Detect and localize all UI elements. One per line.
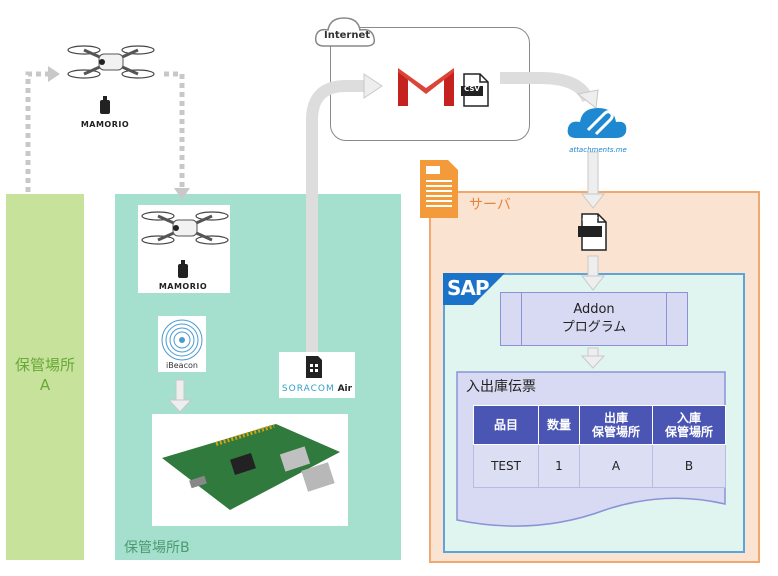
sim-card-icon	[306, 356, 322, 378]
ibeacon-icon	[161, 319, 203, 361]
soracom-to-gmail-arrow	[306, 80, 366, 352]
slip-table: 品目 数量 出庫 保管場所 入庫 保管場所 TEST 1 A B	[473, 405, 726, 488]
drone-icon-b	[141, 211, 229, 245]
soracom-air: Air	[337, 384, 353, 394]
addon-line2: プログラム	[561, 320, 627, 335]
slip-title: 入出庫伝票	[466, 379, 536, 395]
soracom-brand: SORACOM	[281, 384, 335, 394]
slip-cell: A	[579, 444, 653, 488]
ibeacon-label: iBeacon	[166, 361, 198, 370]
storage-zone-a-label: 保管場所 A	[14, 356, 75, 394]
mamorio-tag-icon	[100, 96, 110, 114]
server-icon	[420, 160, 458, 218]
slip-header-item: 品目	[473, 405, 539, 445]
gmail-to-attachments-arrow	[500, 72, 594, 103]
cloud-icon	[314, 17, 376, 47]
internet-label: Internet	[323, 30, 370, 41]
mamorio-label-top: MAMORIO	[80, 120, 130, 129]
slip-cell: 1	[538, 444, 580, 488]
drone-icon	[67, 45, 155, 79]
csv-file-icon	[461, 73, 489, 107]
slip-header-in: 入庫 保管場所	[652, 405, 726, 445]
server-label: サーバ	[469, 197, 511, 213]
mamorio-tag-icon-b	[178, 260, 188, 278]
mamorio-label-b: MAMORIO	[158, 282, 208, 291]
table-row: TEST 1 A B	[473, 444, 726, 488]
slip-header-qty: 数量	[538, 405, 580, 445]
soracom-label: SORACOM Air	[279, 384, 355, 394]
slip-cell: B	[652, 444, 726, 488]
drone-move-arrow	[25, 71, 52, 192]
sap-logo	[443, 273, 505, 305]
sap-logo-text: SAP	[447, 276, 490, 300]
addon-line1: Addon	[573, 302, 615, 317]
addon-program-box: Addon プログラム	[500, 292, 688, 346]
storage-zone-b-label: 保管場所B	[124, 540, 190, 556]
slip-cell: TEST	[473, 444, 539, 488]
slip-header-out: 出庫 保管場所	[579, 405, 653, 445]
gmail-icon	[398, 66, 454, 106]
storage-zone-a	[6, 194, 84, 560]
csv-file-icon-server	[578, 213, 607, 251]
csv-label-2: CSV	[582, 216, 598, 224]
attachments-me-icon	[567, 108, 627, 138]
csv-label-1: CSV	[464, 85, 480, 93]
raspberry-pi-board-icon	[162, 424, 340, 510]
attachments-me-label: attachments.me	[569, 146, 627, 154]
